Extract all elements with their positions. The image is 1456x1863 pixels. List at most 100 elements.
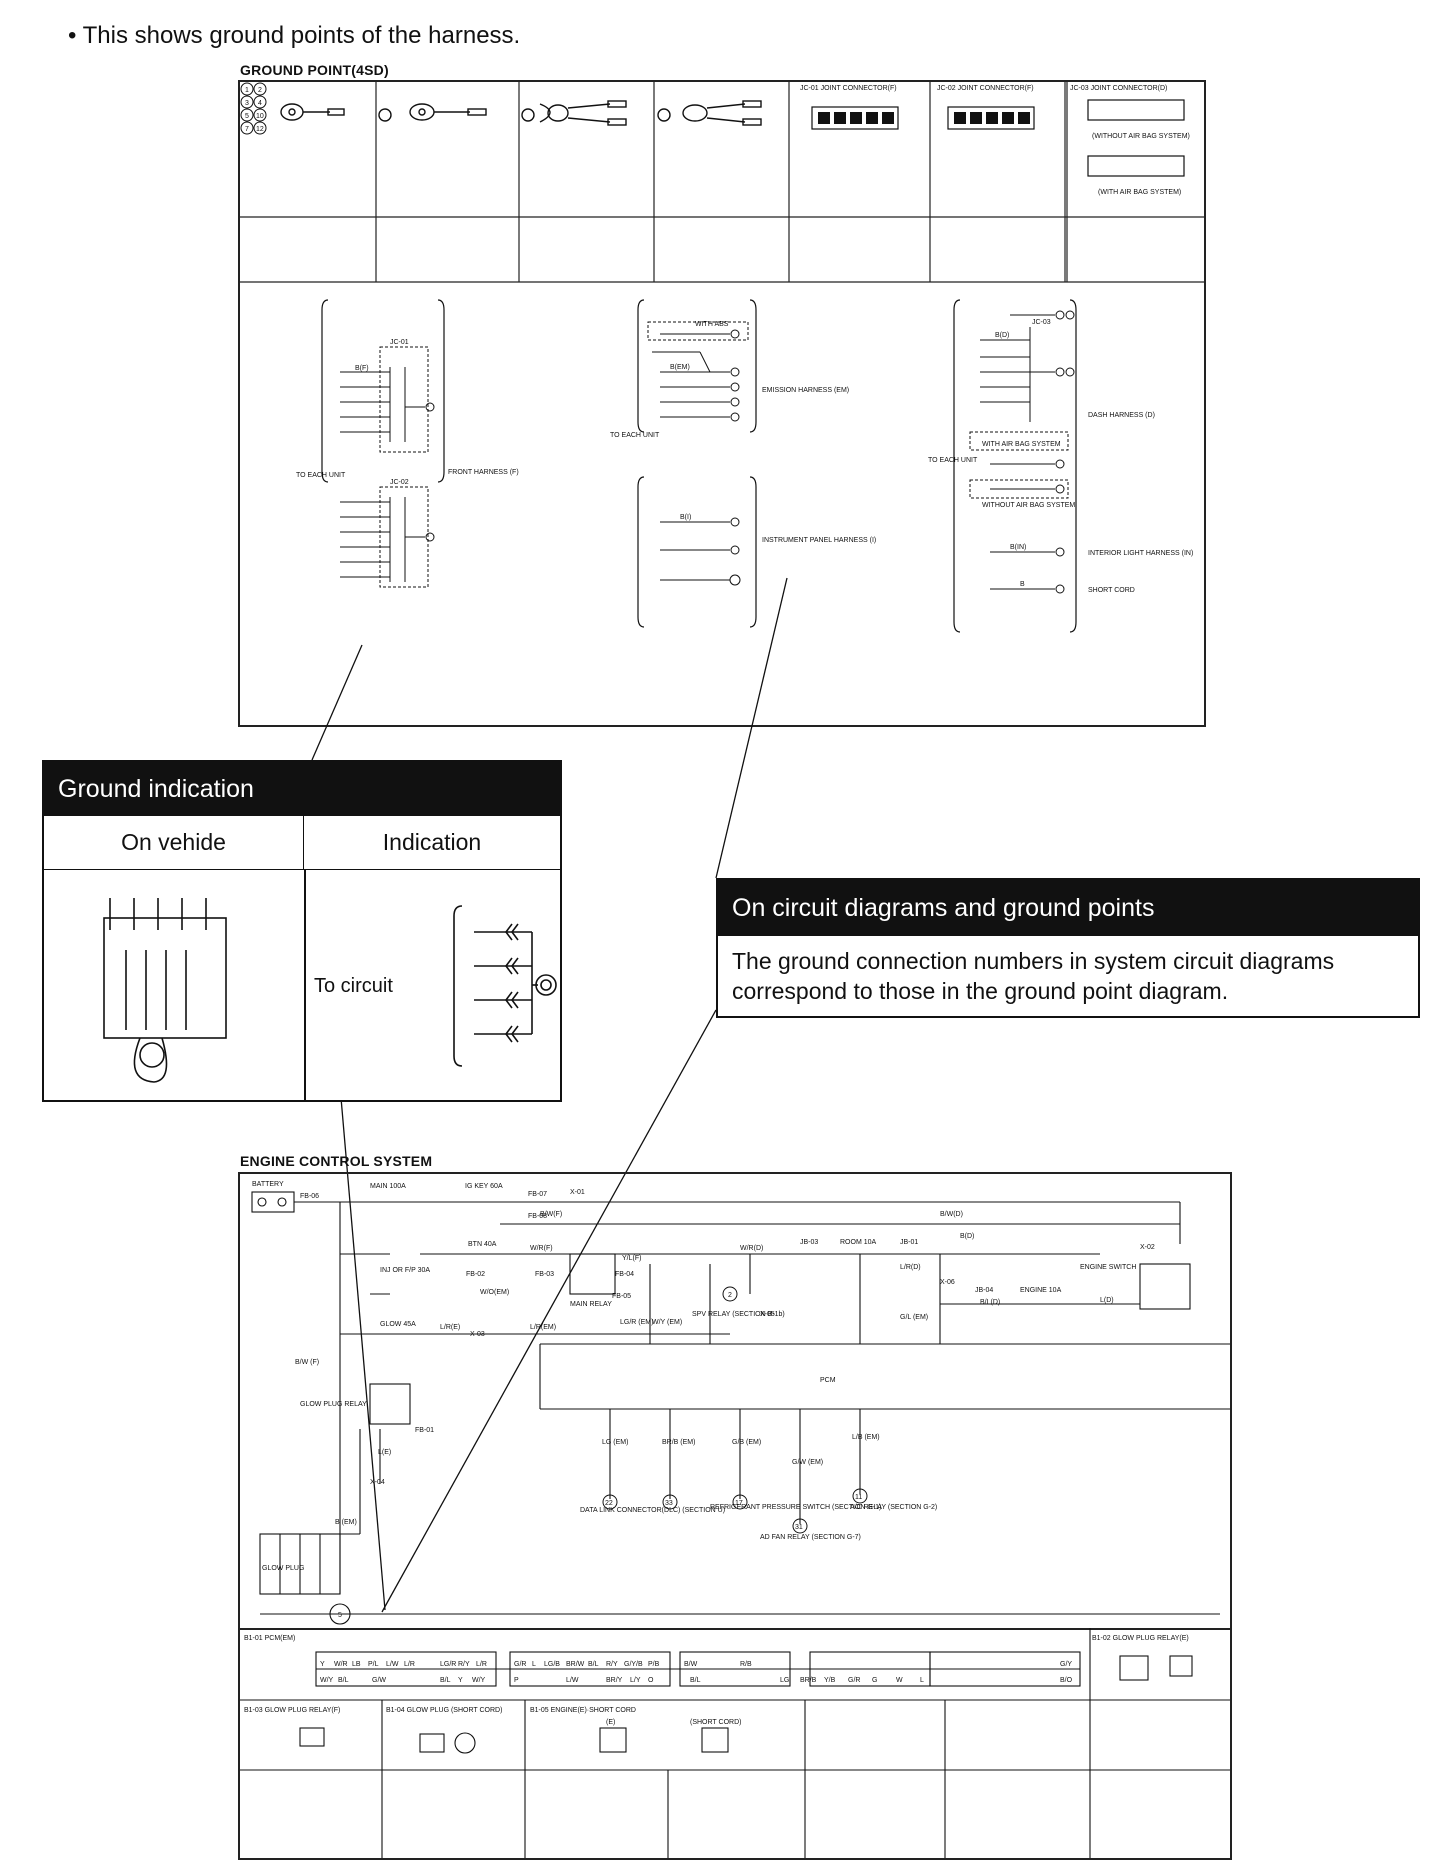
engine-control-title: ENGINE CONTROL SYSTEM	[240, 1153, 433, 1169]
with-airbag-note: (WITH AIR BAG SYSTEM)	[1098, 189, 1181, 196]
svg-text:O: O	[648, 1677, 654, 1684]
with-airbag-system-label: WITH AIR BAG SYSTEM	[982, 441, 1061, 448]
wire-le: L(E)	[378, 1449, 391, 1456]
circuit-ground-symbol	[453, 905, 557, 1067]
svg-text:G/Y/B: G/Y/B	[624, 1661, 643, 1668]
circuit-callout-title: On circuit diagrams and ground points	[718, 880, 1418, 936]
wire-gl: G/L (EM)	[900, 1314, 928, 1321]
svg-text:Y: Y	[320, 1661, 325, 1668]
svg-text:10: 10	[256, 113, 264, 120]
emission-harness-label: EMISSION HARNESS (EM)	[762, 387, 849, 394]
col-indication: Indication	[304, 816, 560, 870]
svg-text:G: G	[872, 1677, 877, 1684]
with-abs-label: WITH ABS	[695, 321, 729, 328]
wire-wy: W/Y (EM)	[652, 1319, 682, 1326]
jc03-header: JC-03 JOINT CONNECTOR(D)	[1070, 85, 1167, 92]
svg-text:G/R: G/R	[848, 1677, 860, 1684]
main-fuse-label: MAIN 100A	[370, 1183, 406, 1190]
lug-icons	[280, 100, 762, 126]
engine-fuse-label: ENGINE 10A	[1020, 1287, 1062, 1294]
wire-bem: B (EM)	[335, 1519, 357, 1526]
legend-numbers	[240, 82, 267, 135]
refrig-label: REFRIGERANT PRESSURE SWITCH (SECTION G-1…	[710, 1504, 881, 1511]
svg-text:L: L	[532, 1661, 536, 1668]
svg-text:L/Y: L/Y	[630, 1677, 641, 1684]
svg-text:B/L: B/L	[440, 1677, 451, 1684]
wire-ld: L(D)	[1100, 1297, 1114, 1304]
svg-text:R/Y: R/Y	[458, 1661, 470, 1668]
ground-circles	[602, 1286, 868, 1534]
wire-lrem: L/R(EM)	[530, 1324, 556, 1331]
room-label: ROOM 10A	[840, 1239, 877, 1246]
fb05-label: FB-05	[612, 1293, 631, 1300]
ad-fan-label: AD FAN RELAY (SECTION G-7)	[760, 1534, 861, 1541]
short-cord-sc-label: (SHORT CORD)	[690, 1719, 741, 1726]
wire-lre: L/R(E)	[440, 1324, 460, 1331]
engine-control-diagram: BATTERY MAIN 100A IG KEY 60A BTN 40A INJ…	[238, 1172, 1232, 1630]
inj-fp-label: INJ OR F/P 30A	[380, 1267, 430, 1274]
svg-text:W: W	[896, 1677, 903, 1684]
svg-text:Y/B: Y/B	[824, 1677, 836, 1684]
engine-switch-label: ENGINE SWITCH	[1080, 1264, 1136, 1271]
svg-text:3: 3	[245, 100, 249, 107]
svg-text:P/L: P/L	[368, 1661, 379, 1668]
svg-text:Y: Y	[458, 1677, 463, 1684]
jc01-label: JC-01	[390, 339, 409, 346]
jb03-label: JB-03	[800, 1239, 818, 1246]
glow-relay-f-label: B1-03 GLOW PLUG RELAY(F)	[244, 1707, 340, 1714]
fb04-label: FB-04	[615, 1271, 634, 1278]
svg-text:12: 12	[256, 126, 264, 133]
svg-text:L/W: L/W	[566, 1677, 579, 1684]
wire-bd-label: B(D)	[995, 332, 1009, 339]
jc03-label: JC-03	[1032, 319, 1051, 326]
glow-plug-relay-label: GLOW PLUG RELAY	[300, 1401, 367, 1408]
svg-text:11: 11	[855, 1494, 862, 1501]
svg-text:B/W: B/W	[684, 1661, 698, 1668]
wire-bwf2: B/W (F)	[295, 1359, 319, 1366]
svg-text:5: 5	[245, 113, 249, 120]
front-harness-label: FRONT HARNESS (F)	[448, 469, 519, 476]
svg-text:2: 2	[258, 87, 262, 94]
svg-text:LG/R: LG/R	[440, 1661, 456, 1668]
col-on-vehicle: On vehide	[44, 816, 304, 870]
svg-text:LB: LB	[352, 1661, 361, 1668]
connector-footer-drawing: B1-01 PCM(EM) B1-02 GLOW PLUG RELAY(E) B…	[240, 1628, 1230, 1858]
svg-text:L/R: L/R	[404, 1661, 415, 1668]
x03-label: X-03	[470, 1331, 485, 1338]
svg-text:W/Y: W/Y	[472, 1677, 486, 1684]
wire-lgr: LG/R (EM)	[620, 1319, 653, 1326]
wire-wrf: W/R(F)	[530, 1245, 553, 1252]
without-airbag-note: (WITHOUT AIR BAG SYSTEM)	[1092, 133, 1190, 140]
wire-lrd: L/R(D)	[900, 1264, 921, 1271]
glow-plug-short-label: B1-04 GLOW PLUG (SHORT CORD)	[386, 1707, 502, 1714]
glow-label: GLOW 45A	[380, 1321, 416, 1328]
wire-bi-label: B(I)	[680, 514, 691, 521]
wire-bwd: B/W(D)	[940, 1211, 963, 1218]
wire-brb: BR/B (EM)	[662, 1439, 695, 1446]
svg-text:LG/B: LG/B	[544, 1661, 560, 1668]
wire-ylf: Y/L(F)	[622, 1255, 641, 1262]
dash-harness-label: DASH HARNESS (D)	[1088, 412, 1155, 419]
wire-b-label: B	[1020, 581, 1025, 588]
pcm-label: PCM	[820, 1377, 836, 1384]
wire-bwf: B/W(F)	[540, 1211, 562, 1218]
svg-text:BR/B: BR/B	[800, 1677, 817, 1684]
svg-text:W/Y: W/Y	[320, 1677, 334, 1684]
fb06-label: FB-06	[300, 1193, 319, 1200]
fb07-label: FB-07	[528, 1191, 547, 1198]
svg-text:B/O: B/O	[1060, 1677, 1073, 1684]
harness-brackets	[321, 299, 1077, 633]
joint-connector-pins	[818, 112, 1030, 124]
x04-label: X-04	[370, 1479, 385, 1486]
x05-label: X-05	[760, 1311, 775, 1318]
circuit-callout-body: The ground connection numbers in system …	[732, 948, 1335, 1004]
svg-text:L/W: L/W	[386, 1661, 399, 1668]
ground-indication-title: Ground indication	[44, 762, 560, 816]
to-each-unit-dash: TO EACH UNIT	[928, 457, 978, 464]
svg-text:L: L	[920, 1677, 924, 1684]
glow-plug-label: GLOW PLUG	[262, 1565, 304, 1572]
fb08-label: FB-08	[528, 1213, 547, 1220]
glow-relay-conn-label: B1-02 GLOW PLUG RELAY(E)	[1092, 1635, 1189, 1642]
